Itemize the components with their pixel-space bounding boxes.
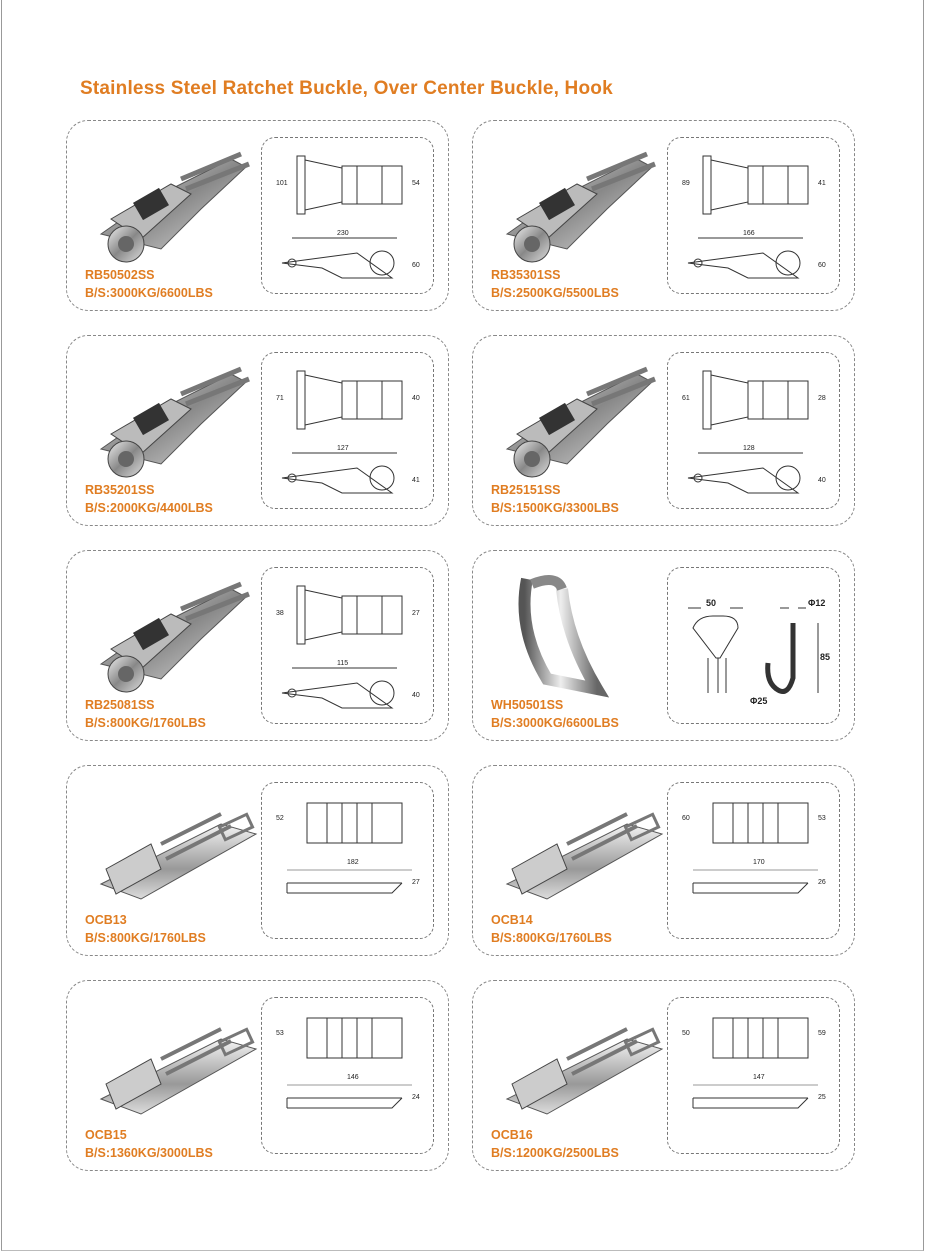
dimension-label: 40: [818, 477, 826, 484]
product-model: OCB14: [491, 913, 533, 927]
dimension-label: 52: [276, 815, 284, 822]
product-photo: [99, 812, 258, 900]
product-card: OCB15 B/S:1360KG/3000LBS 53 146 24: [66, 980, 449, 1171]
page-title: Stainless Steel Ratchet Buckle, Over Cen…: [80, 78, 613, 99]
dimension-label: 50: [706, 598, 717, 608]
dimension-label: 61: [682, 395, 690, 402]
dimension-label: 38: [276, 610, 284, 617]
dimension-label: 41: [818, 180, 826, 187]
breaking-strength: B/S:1360KG/3000LBS: [85, 1146, 213, 1160]
product-photo: [99, 151, 250, 263]
product-photo: [505, 1027, 664, 1115]
breaking-strength: B/S:800KG/1760LBS: [85, 716, 206, 730]
product-card: OCB13 B/S:800KG/1760LBS 52 182 27: [66, 765, 449, 956]
technical-drawing: 101 54 230 60: [261, 137, 434, 294]
dimension-label: 54: [412, 180, 420, 187]
technical-drawing: 53 146 24: [261, 997, 434, 1154]
dimension-label: 85: [820, 652, 831, 662]
product-card: RB50502SS B/S:3000KG/6600LBS 101 54 230 60: [66, 120, 449, 311]
product-photo: [99, 1027, 258, 1115]
product-card: RB35301SS B/S:2500KG/5500LBS 89 41 166 60: [472, 120, 855, 311]
product-card: RB25151SS B/S:1500KG/3300LBS 61 28 128 40: [472, 335, 855, 526]
dimension-label: 40: [412, 692, 420, 699]
dimension-label: 50: [682, 1030, 690, 1037]
product-model: WH50501SS: [491, 698, 564, 712]
product-photo: [99, 366, 250, 478]
product-card: OCB14 B/S:800KG/1760LBS 60 53 170 26: [472, 765, 855, 956]
product-model: RB35301SS: [491, 268, 561, 282]
dimension-label: 27: [412, 610, 420, 617]
product-photo: [505, 366, 656, 478]
dimension-label: 71: [276, 395, 284, 402]
dimension-label: 60: [682, 815, 690, 822]
technical-drawing: 71 40 127 41: [261, 352, 434, 509]
product-model: OCB13: [85, 913, 127, 927]
breaking-strength: B/S:800KG/1760LBS: [491, 931, 612, 945]
product-photo: [518, 575, 610, 698]
product-photo: [505, 151, 656, 263]
dimension-label: 27: [412, 879, 420, 886]
dimension-label: 170: [753, 859, 765, 866]
dimension-label: 127: [337, 445, 349, 452]
dimension-label: 53: [276, 1030, 284, 1037]
product-photo: [505, 812, 664, 900]
breaking-strength: B/S:1500KG/3300LBS: [491, 501, 619, 515]
technical-drawing: 60 53 170 26: [667, 782, 840, 939]
dimension-label: 115: [337, 660, 349, 667]
dimension-label: 59: [818, 1030, 826, 1037]
dimension-label: 41: [412, 477, 420, 484]
dimension-label: 101: [276, 180, 288, 187]
product-model: OCB16: [491, 1128, 533, 1142]
breaking-strength: B/S:800KG/1760LBS: [85, 931, 206, 945]
product-photo: [99, 581, 250, 693]
breaking-strength: B/S:3000KG/6600LBS: [85, 286, 213, 300]
dimension-label: 230: [337, 230, 349, 237]
dimension-label: 128: [743, 445, 755, 452]
dimension-label: 25: [818, 1094, 826, 1101]
product-model: OCB15: [85, 1128, 127, 1142]
dimension-label: 60: [818, 262, 826, 269]
dimension-label: 147: [753, 1074, 765, 1081]
technical-drawing: 38 27 115 40: [261, 567, 434, 724]
dimension-label: Φ12: [808, 598, 826, 608]
breaking-strength: B/S:1200KG/2500LBS: [491, 1146, 619, 1160]
breaking-strength: B/S:2000KG/4400LBS: [85, 501, 213, 515]
dimension-label: 166: [743, 230, 755, 237]
product-model: RB25081SS: [85, 698, 155, 712]
product-card: RB25081SS B/S:800KG/1760LBS 38 27 115 40: [66, 550, 449, 741]
technical-drawing: 89 41 166 60: [667, 137, 840, 294]
dimension-label: 24: [412, 1094, 420, 1101]
dimension-label: 40: [412, 395, 420, 402]
product-model: RB25151SS: [491, 483, 561, 497]
technical-drawing: 52 182 27: [261, 782, 434, 939]
dimension-label: 28: [818, 395, 826, 402]
product-card: OCB16 B/S:1200KG/2500LBS 50 59 147 25: [472, 980, 855, 1171]
dimension-label: 60: [412, 262, 420, 269]
dimension-label: 89: [682, 180, 690, 187]
breaking-strength: B/S:2500KG/5500LBS: [491, 286, 619, 300]
dimension-label: 26: [818, 879, 826, 886]
product-model: RB50502SS: [85, 268, 155, 282]
breaking-strength: B/S:3000KG/6600LBS: [491, 716, 619, 730]
technical-drawing: 50 59 147 25: [667, 997, 840, 1154]
product-model: RB35201SS: [85, 483, 155, 497]
dimension-label: 53: [818, 815, 826, 822]
dimension-label: 146: [347, 1074, 359, 1081]
technical-drawing: 61 28 128 40: [667, 352, 840, 509]
dimension-label: Φ25: [750, 696, 768, 706]
product-card: RB35201SS B/S:2000KG/4400LBS 71 40 127 41: [66, 335, 449, 526]
dimension-label: 182: [347, 859, 359, 866]
